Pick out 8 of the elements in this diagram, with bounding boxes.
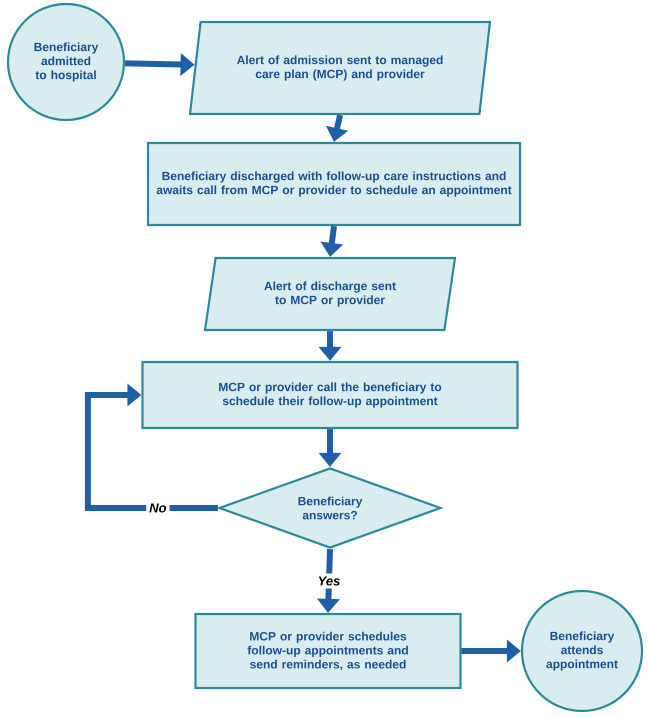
edge-label: Yes [314,573,344,589]
edge-label: No [146,500,170,516]
process-box: MCP or provider schedules follow-up appointments and send reminders, as needed [194,612,462,690]
input-output-parallelogram: Alert of discharge sent to MCP or provider [204,256,456,332]
input-output-parallelogram: Alert of admission sent to managed care plan (MCP) and provider [188,20,492,116]
arrow [84,384,218,511]
process-box: MCP or provider call the beneficiary to schedule their follow-up appointment [141,360,519,430]
process-box: Beneficiary discharged with follow-up care instructions and awaits call from MCP or provider to schedule an appointment [146,142,522,226]
